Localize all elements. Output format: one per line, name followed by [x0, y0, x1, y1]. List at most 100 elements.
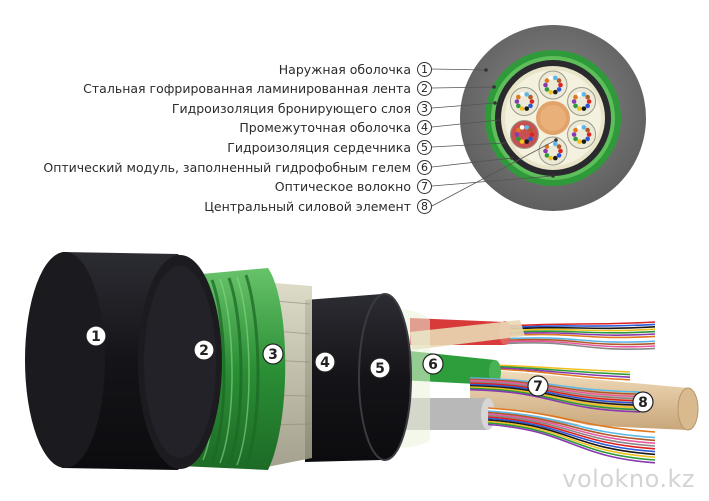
optical-fiber — [469, 378, 641, 395]
cs-fiber — [556, 78, 562, 83]
cs-fiber — [586, 132, 592, 137]
legend-item-6: Оптический модуль, заполненный гидрофобн… — [43, 158, 432, 176]
cable-badge-3 — [262, 343, 284, 365]
optical-fiber — [487, 407, 656, 433]
optical-fiber — [504, 340, 656, 348]
cs-fiber — [548, 155, 553, 161]
legend-item-label: Оптическое волокно — [274, 178, 411, 194]
cs-fiber — [543, 148, 548, 154]
cs-fiber — [548, 89, 553, 95]
legend-item-number: 3 — [417, 100, 432, 116]
optical-fiber — [494, 365, 631, 376]
cable-badge-1 — [85, 325, 107, 347]
optical-fiber — [487, 423, 656, 464]
watermark: volokno.kz — [562, 465, 695, 493]
cs-fiber — [576, 106, 582, 111]
optical-fiber — [487, 422, 656, 461]
cs-fiber — [571, 99, 577, 104]
cs-fiber — [524, 125, 530, 130]
cs-fiber — [528, 94, 533, 100]
legend-item-label: Оптический модуль, заполненный гидрофобн… — [43, 159, 411, 175]
cs-fiber — [573, 127, 578, 133]
optical-fiber — [469, 381, 641, 400]
legend-item-number: 1 — [417, 61, 432, 77]
cs-fiber — [529, 99, 535, 104]
cs-fiber — [519, 125, 525, 130]
leader-dots — [484, 68, 558, 178]
cable-badge-5 — [369, 357, 391, 379]
cs-fiber — [519, 139, 525, 144]
cross-section — [460, 25, 646, 211]
cs-module-tube — [567, 87, 597, 116]
optical-fiber — [494, 367, 631, 378]
leader-lines — [431, 68, 557, 207]
cs-fiber — [529, 132, 535, 137]
optical-fiber — [487, 419, 656, 456]
cs-fiber — [581, 139, 587, 144]
cable-badge-8 — [632, 391, 654, 413]
legend-item-1: Наружная оболочка 1 — [279, 60, 432, 78]
cs-fiber — [556, 144, 562, 149]
cable-badge-number: 5 — [375, 361, 385, 377]
optical-fiber — [487, 408, 656, 436]
cs-fiber — [519, 92, 525, 97]
optical-fiber — [504, 338, 656, 346]
optical-fiber — [487, 413, 656, 444]
cable-badge-number: 6 — [428, 357, 438, 373]
legend-item-label: Гидроизоляция бронирующего слоя — [171, 100, 411, 116]
cable-badge-number: 4 — [320, 355, 330, 371]
cs-fiber — [516, 94, 521, 100]
cs-fiber — [556, 87, 562, 92]
cs-fiber — [581, 92, 587, 97]
optical-fiber — [504, 321, 656, 327]
cs-fiber — [543, 82, 548, 88]
cs-fiber — [585, 103, 590, 109]
cs-module-tube — [538, 70, 568, 100]
optical-fiber — [504, 335, 656, 341]
cs-fiber — [571, 132, 577, 137]
cable-badge-6 — [422, 353, 444, 375]
optical-fiber — [504, 326, 656, 330]
optical-fiber — [504, 323, 656, 329]
optical-fiber — [487, 410, 656, 439]
cs-fiber — [544, 153, 550, 158]
cs-module-tube — [509, 120, 539, 149]
legend-item-label: Стальная гофрированная ламинированная ле… — [83, 80, 411, 96]
cs-fiber — [586, 99, 592, 104]
legend-item-number: 2 — [417, 80, 432, 96]
cs-module-tube — [509, 87, 539, 116]
optical-fiber — [504, 328, 656, 332]
cs-fiber — [573, 103, 578, 109]
optical-fiber — [487, 417, 656, 453]
legend-item-label: Наружная оболочка — [278, 61, 411, 77]
cs-fiber — [553, 141, 558, 147]
cs-fiber — [558, 148, 563, 154]
legend-item-label: Гидроизоляция сердечника — [227, 139, 411, 155]
optical-fiber — [504, 333, 656, 339]
optical-fiber — [487, 411, 656, 442]
optical-fiber — [469, 387, 641, 411]
cs-fiber — [516, 103, 521, 109]
cable-badge-number: 3 — [268, 347, 278, 363]
cs-fiber — [556, 153, 562, 158]
legend-item-number: 7 — [417, 178, 432, 194]
cs-fiber — [585, 127, 590, 133]
legend-item-7: Оптическое волокно 7 — [275, 177, 432, 195]
legend-item-4: Промежуточная оболочка 4 — [239, 118, 432, 136]
cable-badge-number: 1 — [91, 329, 101, 345]
legend-item-label: Промежуточная оболочка — [239, 119, 411, 135]
legend-item-3: Гидроизоляция бронирующего слоя 3 — [172, 99, 432, 117]
legend-item-2: Стальная гофрированная ламинированная ле… — [83, 79, 432, 97]
cs-fiber — [516, 136, 521, 142]
cs-fiber — [544, 87, 550, 92]
optical-fiber — [487, 416, 656, 450]
cs-fiber — [573, 136, 578, 142]
cs-fiber — [514, 132, 520, 137]
legend-item-number: 4 — [417, 119, 432, 135]
optical-fiber — [469, 388, 641, 413]
